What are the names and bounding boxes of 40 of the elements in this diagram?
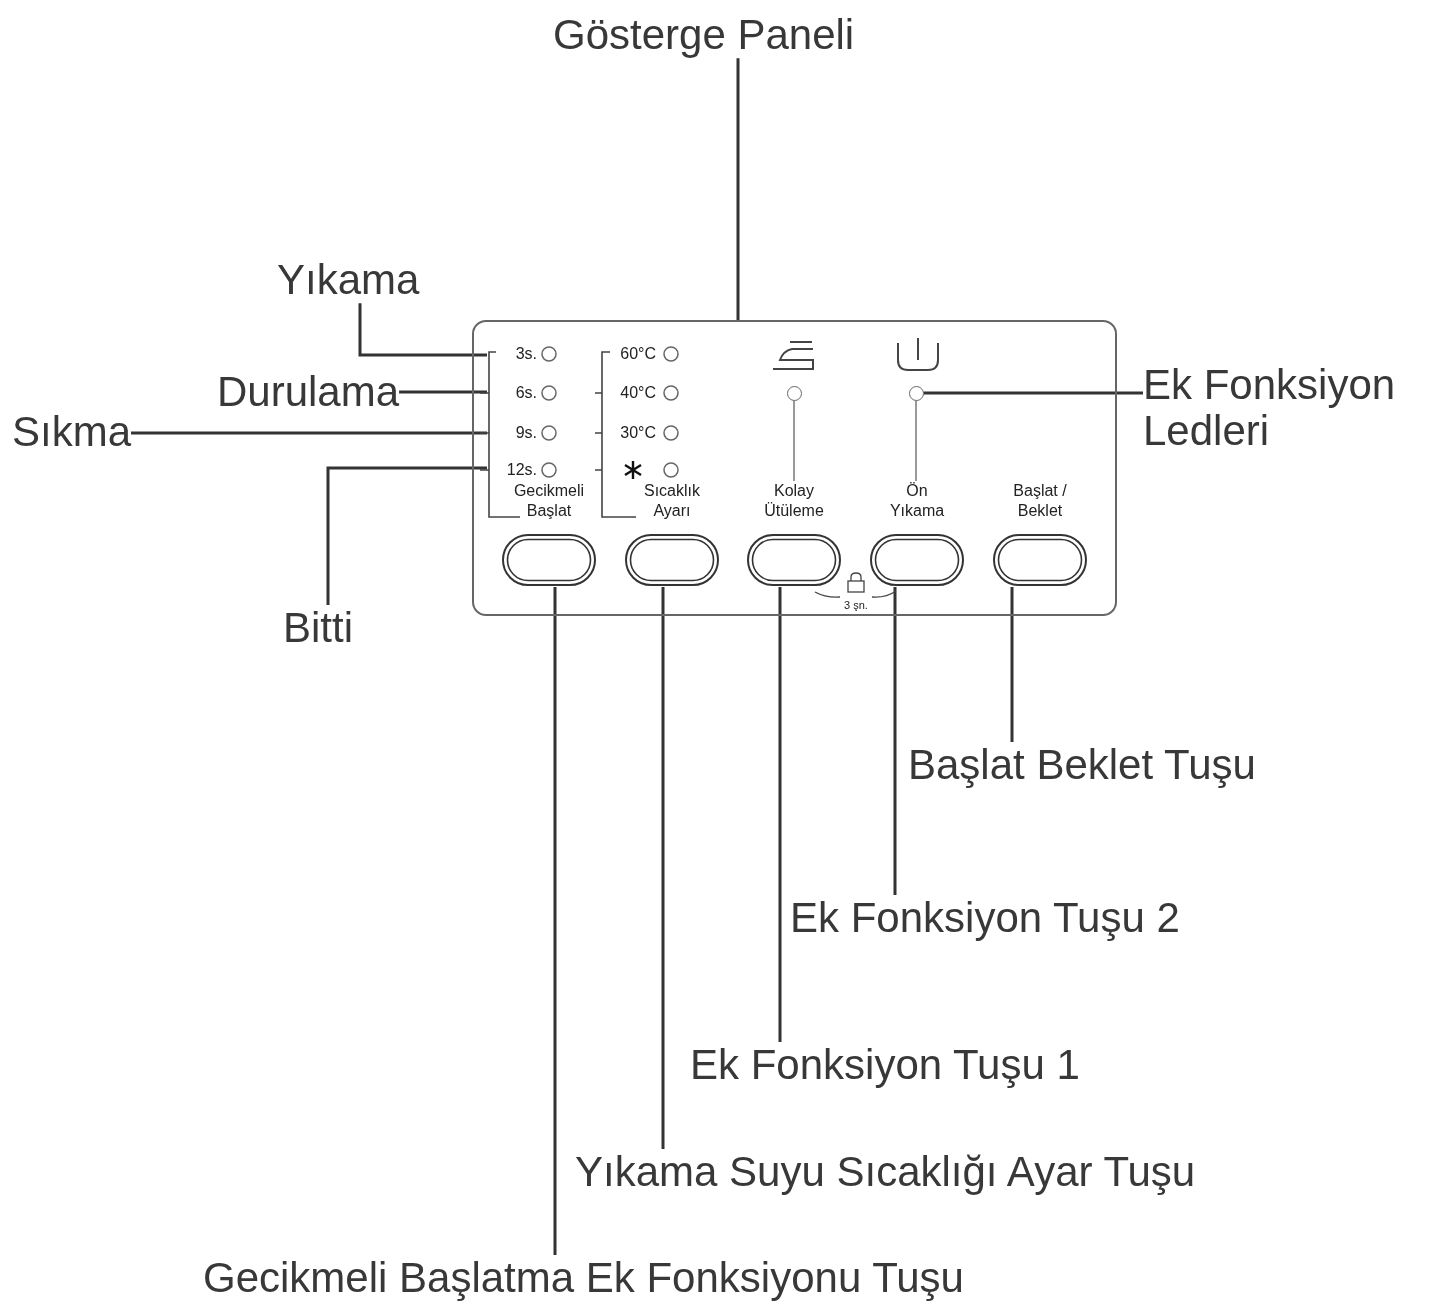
leader-line	[326, 466, 487, 605]
time-label: 3s.	[515, 344, 537, 364]
leader-line	[399, 390, 487, 394]
leader-line	[915, 399, 917, 482]
leader-line	[923, 391, 1143, 395]
callout-label: Gösterge Paneli	[553, 12, 855, 59]
indicator-led	[908, 385, 924, 401]
temperature-label: 60°C	[620, 344, 656, 364]
leader-line	[1010, 587, 1014, 742]
leader-line	[553, 587, 557, 1255]
leader-line	[778, 587, 782, 1042]
leader-line	[793, 399, 795, 482]
temperature-label: 40°C	[620, 383, 656, 403]
callout-label: Ek Fonksiyon Tuşu 1	[690, 1042, 1080, 1089]
callout-label: Başlat Beklet Tuşu	[908, 742, 1256, 789]
callout-label: Ek Fonksiyon Tuşu 2	[790, 895, 1180, 942]
temperature-label: 30°C	[620, 423, 656, 443]
indicator-led	[786, 385, 802, 401]
leader-line	[661, 587, 665, 1149]
hold-time-label: 3 şn.	[843, 599, 869, 612]
control-panel	[472, 320, 1117, 616]
button-label: Ön Yıkama	[888, 481, 946, 521]
time-label: 6s.	[515, 383, 537, 403]
callout-label: Ek Fonksiyon Ledleri	[1143, 362, 1435, 455]
callout-label: Yıkama	[277, 257, 420, 304]
leader-line	[736, 58, 740, 320]
callout-label: Yıkama Suyu Sıcaklığı Ayar Tuşu	[575, 1149, 1196, 1196]
callout-label: Gecikmeli Başlatma Ek Fonksiyonu Tuşu	[203, 1255, 964, 1302]
button-label: Sıcaklık Ayarı	[643, 481, 701, 521]
leader-line	[131, 431, 487, 435]
callout-label: Bitti	[283, 605, 353, 652]
button-label: Başlat / Beklet	[1012, 481, 1068, 521]
button-label: Gecikmeli Başlat	[512, 481, 586, 521]
button-label: Kolay Ütüleme	[763, 481, 825, 521]
callout-label: Durulama	[217, 369, 400, 416]
leader-line	[358, 303, 487, 357]
time-label: 12s.	[506, 460, 537, 480]
time-label: 9s.	[515, 423, 537, 443]
callout-label: Sıkma	[12, 409, 132, 456]
leader-line	[893, 587, 897, 895]
